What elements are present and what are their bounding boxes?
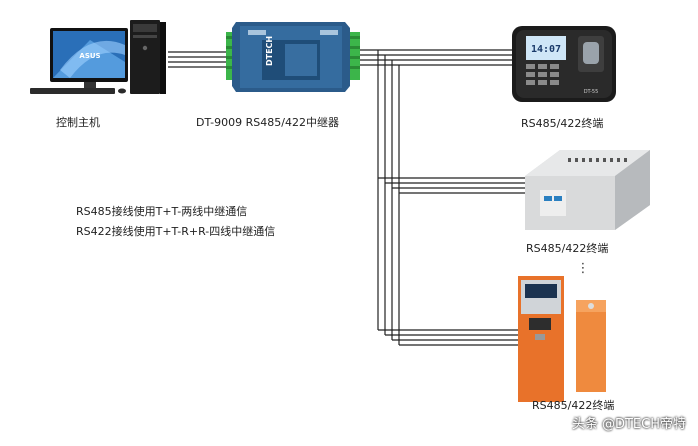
repeater-bus-wires: [358, 49, 525, 346]
terminal-1-label: RS485/422终端: [521, 117, 604, 130]
watermark: 头条 @DTECH帝特: [571, 417, 686, 432]
host-to-repeater-wires: [168, 51, 228, 68]
host-computer-icon: [30, 20, 166, 94]
terminal-screen-time: 14:07: [531, 44, 561, 55]
rs485-note: RS485接线使用T+T-两线中继通信: [76, 205, 248, 218]
host-label: 控制主机: [56, 116, 100, 129]
monitor-logo: ASUS: [79, 52, 100, 60]
barrier-terminal-icon: [518, 276, 606, 402]
plc-terminal-icon: [525, 150, 650, 230]
terminal-3-label: RS485/422终端: [532, 399, 615, 412]
rs422-note: RS422接线使用T+T-R+R-四线中继通信: [76, 225, 276, 238]
more-terminals-ellipsis: ⋮: [577, 261, 590, 276]
terminal-model: DT-55: [584, 89, 599, 95]
repeater-device-icon: [226, 22, 360, 92]
terminal-2-label: RS485/422终端: [526, 242, 609, 255]
repeater-label: DT-9009 RS485/422中继器: [196, 116, 339, 129]
fingerprint-terminal-icon: [512, 26, 616, 102]
repeater-brand: DTECH: [265, 36, 274, 66]
